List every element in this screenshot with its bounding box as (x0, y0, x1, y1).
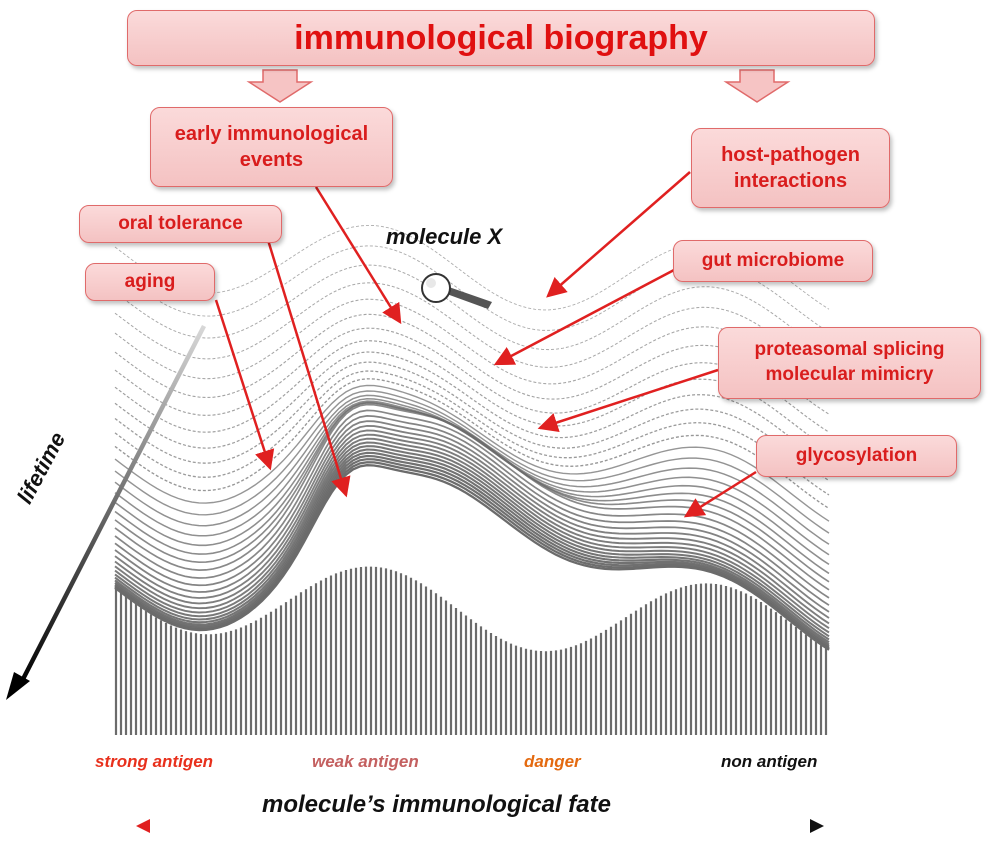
landscape-contour (114, 437, 830, 634)
landscape-contour (114, 403, 830, 591)
label-aging: aging (85, 263, 215, 301)
arrow-proteasomal (537, 368, 719, 433)
landscape-contour (114, 433, 830, 630)
molecule-x-label: molecule X (386, 224, 503, 249)
lifetime-axis-arrow (6, 324, 207, 700)
pointer-arrows (214, 171, 757, 518)
landscape-contour (114, 313, 830, 415)
arrow-oral-tolerance (266, 239, 351, 498)
down-arrow-left-icon (246, 69, 314, 103)
landscape-contour (114, 451, 830, 646)
fate-danger: danger (524, 752, 581, 771)
landscape-contour (114, 224, 830, 311)
arrow-host-pathogen (546, 171, 691, 298)
down-arrow-right-icon (723, 69, 791, 103)
label-early-immunological-events: early immunological events (150, 107, 393, 187)
landscape-contour (114, 351, 830, 466)
landscape-contour (114, 415, 830, 606)
arrow-glycosylation (683, 470, 757, 518)
landscape-contour (114, 409, 830, 599)
landscape-contour (114, 264, 830, 355)
landscape-front-hatching (114, 566, 828, 735)
fate-strong-antigen: strong antigen (95, 752, 214, 771)
landscape-contour (114, 298, 830, 396)
landscape-contour (114, 424, 830, 619)
landscape-contour (114, 394, 830, 545)
arrow-gut-microbiome (493, 268, 675, 366)
landscape-contour (114, 441, 830, 638)
landscape-contour (114, 340, 830, 450)
landscape-contour (114, 454, 830, 648)
fate-axis-title: molecule’s immunological fate (262, 791, 611, 818)
landscape-contour (114, 327, 830, 433)
title-box: immunological biography (127, 10, 875, 66)
label-proteasomal-splicing: proteasomal splicing molecular mimicry (718, 327, 981, 399)
landscape-contour (114, 384, 830, 522)
landscape-contour (114, 420, 830, 613)
landscape-contour (114, 445, 830, 641)
arrow-early-events (314, 186, 402, 325)
label-host-pathogen-interactions: host-pathogen interactions (691, 128, 890, 208)
label-gut-microbiome: gut microbiome (673, 240, 873, 282)
landscape-contour (114, 429, 830, 625)
landscape-contour (114, 448, 830, 644)
molecule-x-ball-icon (421, 273, 492, 309)
landscape-contour (114, 378, 830, 510)
landscape-contour (114, 370, 830, 496)
landscape-contour (114, 401, 830, 575)
landscape-contour (114, 464, 830, 651)
landscape-contour (114, 361, 830, 482)
label-oral-tolerance: oral tolerance (79, 205, 282, 243)
landscape-contour-lines (114, 224, 830, 651)
landscape-contour (114, 390, 830, 534)
fate-non-antigen: non antigen (721, 752, 818, 771)
label-glycosylation: glycosylation (756, 435, 957, 477)
fate-axis-double-arrow (136, 819, 824, 833)
fate-weak-antigen: weak antigen (312, 752, 419, 771)
arrow-aging (214, 299, 275, 471)
